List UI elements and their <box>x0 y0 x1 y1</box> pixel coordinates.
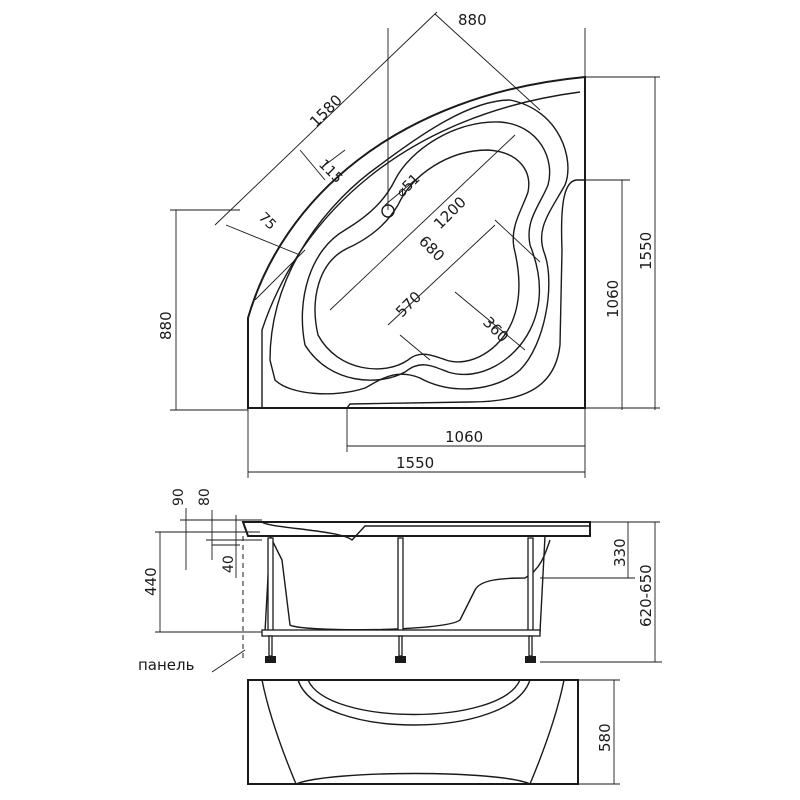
dim-1550-bottom: 1550 <box>396 454 434 472</box>
dim-360: 360 <box>479 313 512 346</box>
dim-90: 90 <box>171 488 187 506</box>
panel-label: панель <box>138 656 194 674</box>
frame-leg <box>267 537 274 634</box>
dim-1580: 1580 <box>306 91 346 131</box>
adjustable-foot <box>525 656 536 663</box>
front-panel <box>247 679 579 785</box>
dim-330: 330 <box>611 538 629 567</box>
dim-1550-right: 1550 <box>637 232 655 270</box>
side-view: 90 80 40 440 330 620-650 панель <box>138 488 662 674</box>
panel-view: 580 <box>247 679 620 785</box>
dim-1200: 1200 <box>430 193 470 233</box>
dim-115: 115 <box>315 157 345 187</box>
dim-1060-bottom: 1060 <box>445 428 483 446</box>
tub-bowl-outer <box>269 99 569 395</box>
dim-570: 570 <box>392 288 425 321</box>
side-rim <box>241 521 591 537</box>
dim-880-top: 880 <box>458 11 487 29</box>
tub-seat-edge <box>346 179 585 409</box>
side-body <box>269 535 551 631</box>
frame-leg <box>527 537 534 634</box>
frame-leg <box>397 537 404 634</box>
dim-80: 80 <box>197 488 213 506</box>
tub-bowl-inner <box>301 121 551 381</box>
dim-75: 75 <box>255 210 279 234</box>
dim-1060-right: 1060 <box>604 280 622 318</box>
frame-rail <box>261 629 541 637</box>
dim-40: 40 <box>221 555 237 573</box>
dim-440: 440 <box>142 567 160 596</box>
dim-680: 680 <box>415 232 448 265</box>
top-view: 880 1580 115 75 ⌀51 1200 680 570 360 106… <box>157 11 660 478</box>
tub-rim-line <box>261 91 581 408</box>
tub-outer-outline <box>247 75 586 409</box>
dim-580: 580 <box>596 723 614 752</box>
dim-620-650: 620-650 <box>637 564 655 627</box>
adjustable-foot <box>395 656 406 663</box>
dim-880-left: 880 <box>157 311 175 340</box>
adjustable-foot <box>265 656 276 663</box>
